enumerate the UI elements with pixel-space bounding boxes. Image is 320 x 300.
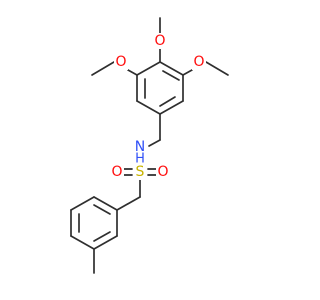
ring-bottom-double-bond	[93, 204, 111, 215]
methoxy-bond	[205, 61, 229, 76]
ring-bottom-bond	[70, 235, 95, 250]
methoxy-bond	[127, 69, 138, 76]
ring-bottom-bond	[93, 196, 118, 211]
molecule-structure-diagram: O O O N H S O O	[70, 17, 229, 274]
atom-label-oxygen: O	[157, 164, 168, 180]
ring-top-bond	[159, 61, 184, 76]
atom-label-sulfur: S	[136, 164, 145, 180]
oxygen-atom-top: O	[153, 33, 167, 49]
methoxy-bond	[182, 69, 193, 76]
ring-top-bond	[136, 100, 161, 115]
atom-label-oxygen: O	[111, 164, 122, 180]
ch2-ring-bond	[116, 196, 141, 211]
ring-top-bond	[159, 100, 184, 115]
atom-label-oxygen: O	[115, 54, 126, 70]
atom-label-oxygen: O	[154, 33, 165, 49]
ring-top-bond	[136, 61, 161, 76]
bonds	[70, 17, 229, 274]
atom-labels: O O O N H S O O	[110, 33, 206, 180]
ring-bottom-double-bond	[93, 231, 111, 242]
sulfur-atom: S	[133, 164, 147, 180]
sulfonyl-oxygen-right: O	[156, 164, 170, 180]
ring-bottom-bond	[93, 235, 118, 250]
amine-nh-atom: N H	[133, 139, 148, 167]
atom-label-nitrogen: N	[135, 139, 145, 155]
oxygen-atom-right: O	[192, 54, 206, 70]
oxygen-atom-left: O	[114, 54, 128, 70]
atom-label-oxygen: O	[193, 54, 204, 70]
atom-label-hydrogen: H	[135, 152, 145, 167]
sulfonyl-oxygen-left: O	[110, 164, 124, 180]
ring-bottom-bond	[70, 196, 95, 211]
methoxy-bond	[91, 61, 115, 76]
ring-top-double-bond	[162, 70, 180, 81]
ch2-n-bond	[148, 139, 161, 147]
ring-top-double-bond	[159, 96, 176, 107]
